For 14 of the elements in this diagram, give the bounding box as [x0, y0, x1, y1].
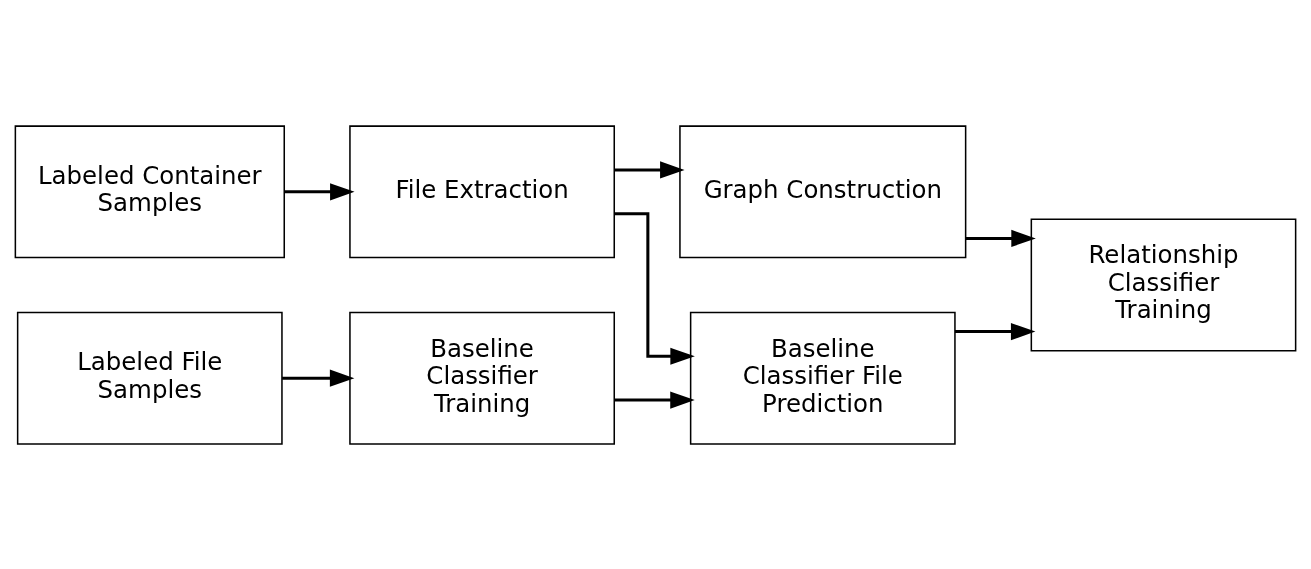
- node-box: Graph Construction: [679, 124, 967, 258]
- node-box: Labeled File Samples: [16, 311, 283, 445]
- arrow: [284, 182, 355, 200]
- arrow: [965, 229, 1036, 247]
- node-box: File Extraction: [349, 124, 615, 258]
- node-box: Labeled Container Samples: [14, 124, 285, 258]
- node-box: Relationship Classifier Training: [1030, 218, 1297, 351]
- arrow: [614, 211, 695, 365]
- arrow: [282, 369, 355, 387]
- arrow: [955, 322, 1036, 340]
- node-box: Baseline Classifier Training: [349, 311, 615, 445]
- arrow: [614, 391, 695, 409]
- node-box: Baseline Classifier File Prediction: [689, 311, 956, 445]
- arrow: [614, 160, 685, 178]
